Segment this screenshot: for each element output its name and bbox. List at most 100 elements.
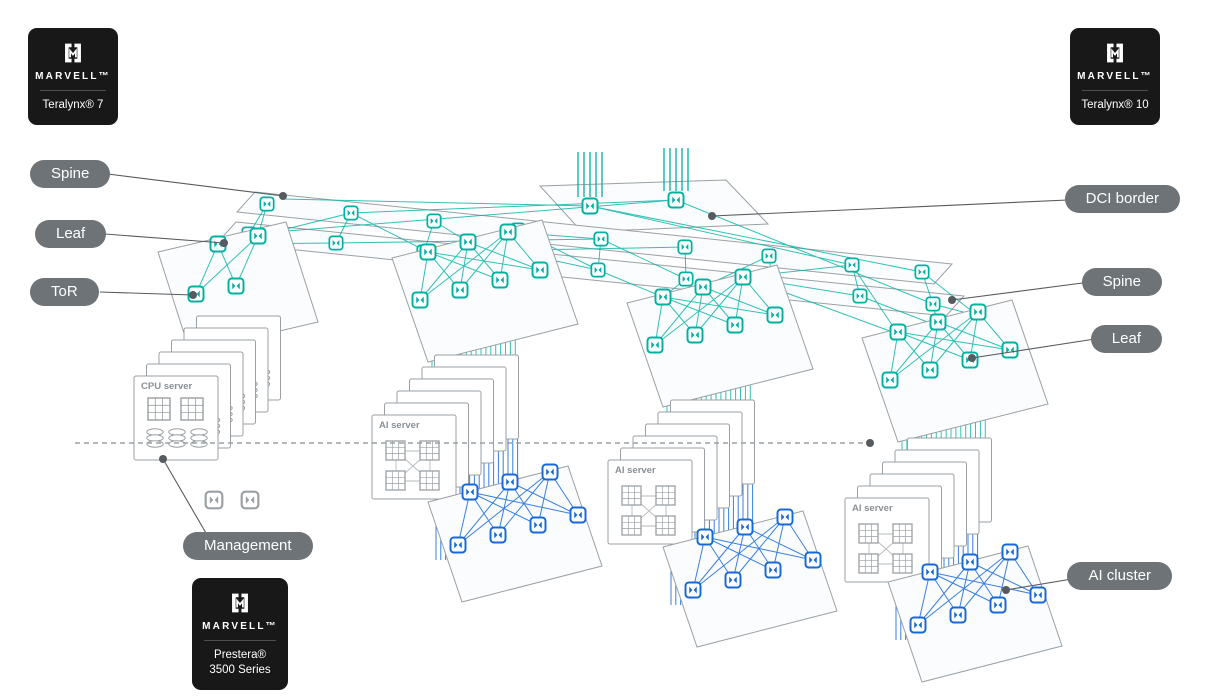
leaf-plane-pod3 bbox=[626, 264, 814, 408]
switch-icon bbox=[764, 561, 782, 579]
switch-icon bbox=[1029, 586, 1047, 604]
callout-pointers bbox=[99, 173, 1096, 594]
switch-icon bbox=[921, 563, 939, 581]
mesh-links bbox=[692, 516, 814, 591]
label-spine-right: Spine bbox=[1081, 268, 1162, 296]
badge-teralynx-10: MARVELL™ Teralynx® 10 bbox=[1070, 28, 1160, 125]
management-line-endpoint-dot bbox=[866, 439, 874, 447]
leaf-right-pointer-dot bbox=[968, 354, 976, 362]
spine-right-pointer-line bbox=[951, 281, 1091, 301]
product-name: Teralynx® 7 bbox=[42, 99, 104, 111]
switch-icon bbox=[684, 581, 702, 599]
switch-icon bbox=[852, 288, 868, 304]
switch-icon bbox=[677, 239, 693, 255]
leaf-left-pointer-line bbox=[104, 233, 225, 244]
dci-border-pointer-line bbox=[711, 198, 1091, 217]
switch-icon bbox=[461, 483, 479, 501]
leaf-mesh-pod4 bbox=[889, 311, 1011, 381]
switch-icon bbox=[593, 231, 609, 247]
leaf-mesh-pod2 bbox=[419, 231, 541, 301]
switch-icon bbox=[914, 264, 930, 280]
switch-icon bbox=[1001, 341, 1019, 359]
product-name: Teralynx® 10 bbox=[1081, 99, 1149, 111]
switch-icon bbox=[654, 288, 672, 306]
tor-pointer-line bbox=[99, 291, 194, 296]
dci-uplink-lines bbox=[577, 152, 603, 197]
switch-icon bbox=[736, 518, 754, 536]
leaf-left-pointer-dot bbox=[220, 239, 228, 247]
ai-server-label: AI server bbox=[615, 465, 656, 476]
mesh-links bbox=[195, 235, 259, 295]
ai-cluster-mesh-pod2 bbox=[457, 471, 579, 546]
switch-icon bbox=[411, 291, 429, 309]
switch-icon bbox=[969, 303, 987, 321]
label-management: Management bbox=[183, 532, 313, 560]
product-name-line2: 3500 Series bbox=[209, 664, 271, 676]
product-name-line1: Prestera® bbox=[214, 649, 266, 661]
leaf-right-pointer-line bbox=[971, 338, 1096, 359]
switch-icon bbox=[259, 196, 275, 212]
switch-icon bbox=[724, 571, 742, 589]
ai-cluster-mesh-pod4 bbox=[917, 551, 1039, 626]
badge-divider bbox=[204, 640, 276, 641]
switch-icon bbox=[249, 227, 267, 245]
switch-icon bbox=[459, 233, 477, 251]
switch-icon bbox=[989, 596, 1007, 614]
ai-cluster-mesh-pod3 bbox=[692, 516, 814, 591]
switch-icon bbox=[734, 268, 752, 286]
label-dci-border: DCI border bbox=[1064, 185, 1180, 213]
switch-icon bbox=[804, 551, 822, 569]
switch-icon bbox=[499, 223, 517, 241]
switch-icon bbox=[889, 323, 907, 341]
switch-icon bbox=[925, 296, 941, 312]
mesh-links bbox=[654, 276, 776, 346]
switch-icon bbox=[1001, 543, 1019, 561]
badge-prestera-3500: MARVELL™ Prestera® 3500 Series bbox=[192, 578, 288, 690]
switch-icon bbox=[328, 235, 344, 251]
switch-icon bbox=[240, 490, 260, 510]
marvell-logo-icon bbox=[232, 593, 248, 613]
switch-icon bbox=[501, 473, 519, 491]
dci-border-plane bbox=[538, 148, 770, 233]
ai-cluster-pointer-dot bbox=[1002, 586, 1010, 594]
switch-icon bbox=[581, 197, 599, 215]
label-ai-cluster: AI cluster bbox=[1067, 562, 1172, 590]
switch-icon bbox=[881, 371, 899, 389]
switch-icon bbox=[343, 205, 359, 221]
switch-icon bbox=[844, 257, 860, 273]
switch-icon bbox=[696, 528, 714, 546]
switch-icon bbox=[766, 306, 784, 324]
label-tor: ToR bbox=[30, 278, 99, 306]
switch-icon bbox=[590, 262, 606, 278]
switch-icon bbox=[531, 261, 549, 279]
marvell-logo-icon bbox=[1107, 43, 1123, 63]
dci-uplink-lines bbox=[663, 148, 689, 191]
switch-icon bbox=[646, 336, 664, 354]
switch-icon bbox=[678, 271, 694, 287]
switch-icon bbox=[726, 316, 744, 334]
switch-icon bbox=[961, 553, 979, 571]
switch-icon bbox=[776, 508, 794, 526]
switch-icon bbox=[921, 361, 939, 379]
spine-left-pointer-dot bbox=[279, 192, 287, 200]
switch-icon bbox=[419, 243, 437, 261]
switch-icon bbox=[569, 506, 587, 524]
switch-icon bbox=[694, 278, 712, 296]
mesh-links bbox=[419, 231, 541, 301]
switch-icon bbox=[449, 536, 467, 554]
label-leaf-left: Leaf bbox=[35, 220, 107, 248]
ai-server-label: AI server bbox=[379, 420, 420, 431]
switch-icon bbox=[909, 616, 927, 634]
switch-icon bbox=[529, 516, 547, 534]
mesh-links bbox=[917, 551, 1039, 626]
leaf-tor-mesh-pod1 bbox=[195, 235, 259, 295]
mesh-links bbox=[457, 471, 579, 546]
spine-left-pointer-line bbox=[107, 173, 284, 197]
switch-icon bbox=[949, 606, 967, 624]
brand-wordmark: MARVELL™ bbox=[202, 621, 278, 632]
switch-icon bbox=[451, 281, 469, 299]
switch-icon bbox=[489, 526, 507, 544]
switch-icon bbox=[227, 277, 245, 295]
